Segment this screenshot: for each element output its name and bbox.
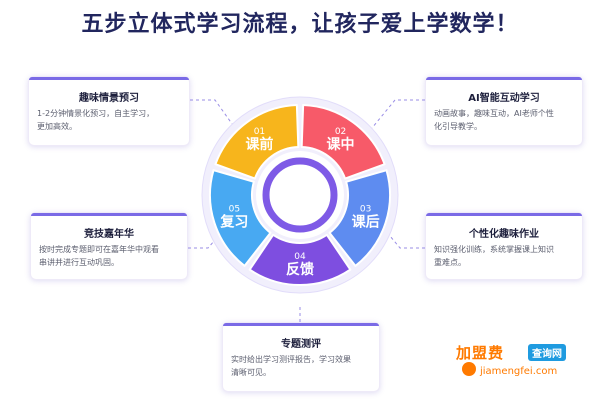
- wheel-segment-02: [300, 104, 386, 180]
- card-preview-desc: 1-2分钟情景化预习，自主学习， 更加高效。: [37, 109, 155, 131]
- wheel-step-number-04: 04: [294, 252, 306, 262]
- card-test-title: 专题测评: [281, 339, 321, 350]
- card-preview: 趣味情景预习 1-2分钟情景化预习，自主学习， 更加高效。: [28, 76, 190, 146]
- watermark-search-icon: [462, 362, 476, 376]
- card-carnival-title: 竞技嘉年华: [84, 229, 134, 240]
- card-homework-desc: 知识强化训练，系统掌握课上知识 重难点。: [434, 245, 554, 267]
- wheel-step-number-03: 03: [360, 204, 371, 214]
- wheel-step-label-03: 课后: [352, 213, 380, 230]
- card-carnival: 竞技嘉年华 按时完成专题即可在嘉年华中观看 串讲并进行互动巩固。: [30, 212, 188, 280]
- wheel-step-number-02: 02: [335, 127, 346, 137]
- wheel-inner-ring: [262, 157, 338, 233]
- card-ai-title: AI智能互动学习: [468, 93, 540, 104]
- wheel-segment-01: [214, 104, 300, 180]
- watermark-badge: 查询网: [528, 344, 566, 361]
- card-homework: 个性化趣味作业 知识强化训练，系统掌握课上知识 重难点。: [425, 212, 583, 280]
- card-ai-desc: 动画故事，趣味互动，AI老师个性 化引导教学。: [434, 109, 554, 131]
- page-title: 五步立体式学习流程，让孩子爱上学数学！: [81, 12, 519, 37]
- wheel-step-number-05: 05: [229, 204, 240, 214]
- wheel-step-label-05: 复习: [219, 213, 248, 230]
- wheel-step-label-02: 课中: [327, 136, 355, 153]
- card-test-desc: 实时给出学习测评报告，学习效果 清晰可见。: [231, 355, 351, 377]
- card-ai: AI智能互动学习 动画故事，趣味互动，AI老师个性 化引导教学。: [425, 76, 583, 146]
- watermark-url: jiamengfei.com: [480, 366, 558, 377]
- wheel-center: [274, 169, 326, 221]
- card-test: 专题测评 实时给出学习测评报告，学习效果 清晰可见。: [222, 322, 380, 392]
- card-homework-title: 个性化趣味作业: [469, 229, 539, 240]
- wheel-segment-04: [248, 233, 352, 286]
- wheel-step-label-01: 课前: [245, 136, 273, 153]
- card-preview-title: 趣味情景预习: [79, 93, 139, 104]
- wheel-segment-05: [209, 169, 272, 267]
- wheel-step-number-01: 01: [254, 127, 265, 137]
- wheel-step-label-04: 反馈: [286, 261, 314, 278]
- watermark-brand: 加盟费: [456, 344, 505, 362]
- wheel-segment-03: [328, 169, 391, 267]
- card-carnival-desc: 按时完成专题即可在嘉年华中观看 串讲并进行互动巩固。: [39, 245, 159, 267]
